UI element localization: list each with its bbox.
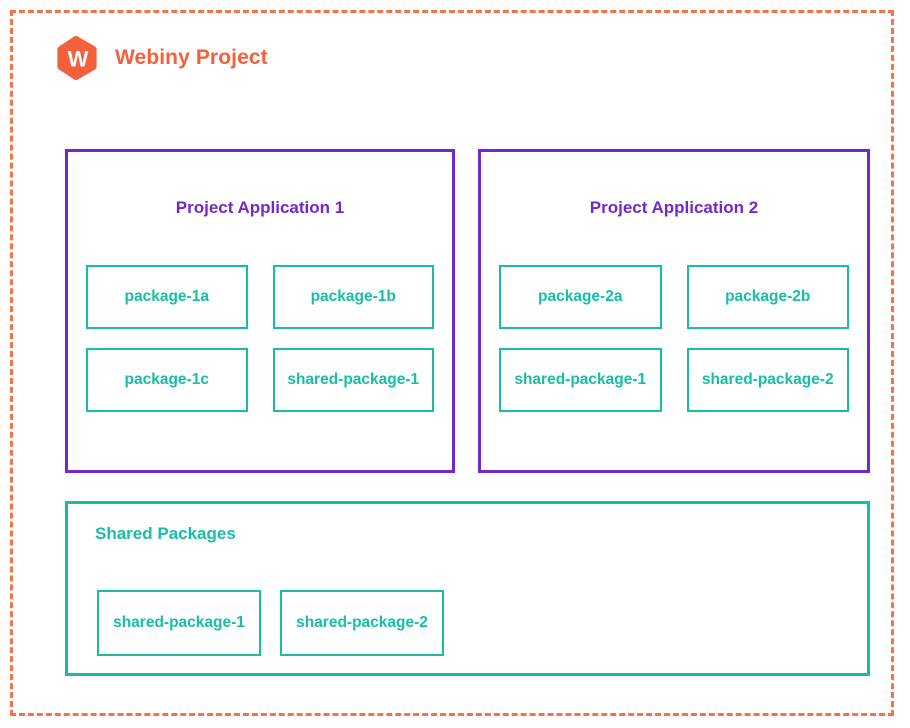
- project-application-1-title: Project Application 1: [175, 198, 345, 217]
- logo-letter: W: [68, 47, 89, 72]
- package-row: package-2a package-2b: [499, 265, 849, 329]
- project-application-2-container: Project Application 2 package-2a package…: [478, 149, 870, 473]
- project-frame: W Webiny Project Project Application 1 p…: [10, 10, 894, 716]
- package-row: shared-package-1 shared-package-2: [499, 348, 849, 412]
- package-box[interactable]: package-2b: [686, 265, 849, 329]
- shared-packages-title: Shared Packages: [95, 524, 236, 543]
- page-title: Webiny Project: [115, 46, 268, 69]
- package-box[interactable]: package-1b: [272, 265, 434, 329]
- webiny-hexagon-w-logo: W: [57, 36, 97, 80]
- package-row: package-1c shared-package-1: [86, 348, 434, 412]
- shared-package-box[interactable]: shared-package-1: [97, 590, 261, 656]
- project-application-2-title: Project Application 2: [589, 198, 759, 217]
- package-grid: package-1a package-1b package-1c shared-…: [86, 265, 434, 431]
- shared-packages-container: Shared Packages shared-package-1 shared-…: [65, 501, 870, 676]
- shared-package-box[interactable]: shared-package-2: [280, 590, 444, 656]
- package-box[interactable]: shared-package-2: [686, 348, 849, 412]
- package-row: package-1a package-1b: [86, 265, 434, 329]
- package-grid: package-2a package-2b shared-package-1 s…: [499, 265, 849, 431]
- package-box[interactable]: shared-package-1: [499, 348, 662, 412]
- package-box[interactable]: package-2a: [499, 265, 662, 329]
- brand-header: W Webiny Project: [55, 35, 268, 81]
- package-box[interactable]: package-1a: [86, 265, 248, 329]
- shared-package-grid: shared-package-1 shared-package-2: [97, 590, 444, 656]
- project-application-1-container: Project Application 1 package-1a package…: [65, 149, 455, 473]
- package-box[interactable]: package-1c: [86, 348, 248, 412]
- package-box[interactable]: shared-package-1: [272, 348, 434, 412]
